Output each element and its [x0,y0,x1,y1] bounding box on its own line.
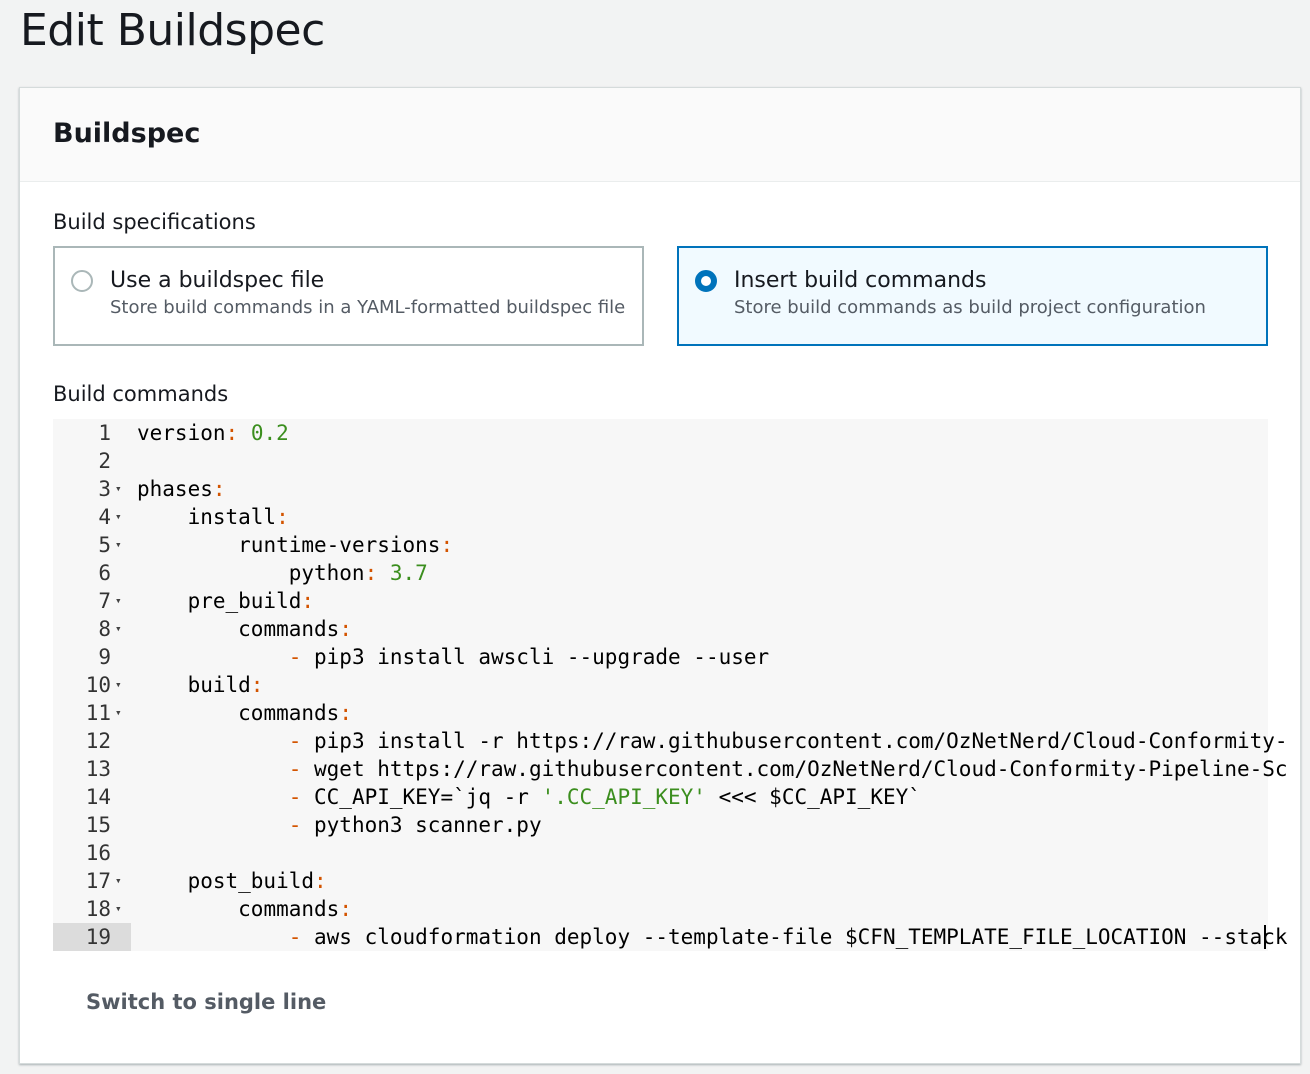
code-text: build: [187,673,264,697]
code-text: - pip3 install awscli --upgrade --user [288,645,770,669]
line-number: 4 [98,505,111,529]
tile-insert-build-commands[interactable]: Insert build commands Store build comman… [677,246,1268,346]
tile-title: Insert build commands [734,268,987,293]
code-text: - python3 scanner.py [288,813,542,837]
code-text: phases: [137,477,226,501]
code-text: runtime-versions: [238,533,454,557]
code-line[interactable]: 5 ▾ runtime-versions: [53,531,1268,559]
code-line[interactable]: 4 ▾ install: [53,503,1268,531]
tile-use-buildspec-file[interactable]: Use a buildspec file Store build command… [53,246,644,346]
build-commands-label: Build commands [53,382,229,406]
chevron-down-icon[interactable]: ▾ [115,874,122,887]
code-line[interactable]: 11 ▾ commands: [53,699,1268,727]
chevron-down-icon[interactable]: ▾ [115,902,122,915]
code-text: - pip3 install -r https://raw.githubuser… [288,729,1288,753]
code-line[interactable]: 2 [53,447,1268,475]
chevron-down-icon[interactable]: ▾ [115,482,122,495]
line-number: 11 [85,701,111,725]
code-line[interactable]: 13 - wget https://raw.githubusercontent.… [53,755,1288,783]
line-number: 18 [85,897,111,921]
tile-title: Use a buildspec file [110,268,325,293]
line-number: 8 [98,617,111,641]
line-number: 17 [85,869,111,893]
code-line[interactable]: 19 - aws cloudformation deploy --templat… [53,923,1288,951]
chevron-down-icon[interactable]: ▾ [115,594,122,607]
code-line[interactable]: 17 ▾ post_build: [53,867,1268,895]
line-number: 16 [85,841,111,865]
code-text: - CC_API_KEY=`jq -r '.CC_API_KEY' <<< $C… [288,785,921,809]
code-line[interactable]: 1 version: 0.2 [53,419,1268,447]
panel-header: Buildspec [20,88,1300,182]
code-text: - wget https://raw.githubusercontent.com… [288,757,1288,781]
chevron-down-icon[interactable]: ▾ [115,706,122,719]
chevron-down-icon[interactable]: ▾ [115,678,122,691]
code-text: commands: [238,897,352,921]
code-line[interactable]: 7 ▾ pre_build: [53,587,1268,615]
chevron-down-icon[interactable]: ▾ [115,510,122,523]
code-line[interactable]: 12 - pip3 install -r https://raw.githubu… [53,727,1288,755]
chevron-down-icon[interactable]: ▾ [115,538,122,551]
switch-to-single-line-link[interactable]: Switch to single line [86,990,327,1014]
line-number: 15 [85,813,111,837]
line-number: 10 [85,673,111,697]
code-line[interactable]: 10 ▾ build: [53,671,1268,699]
line-number: 12 [85,729,111,753]
code-text: commands: [238,617,352,641]
chevron-down-icon[interactable]: ▾ [115,622,122,635]
code-text: version: 0.2 [137,421,289,445]
code-line[interactable]: 16 [53,839,1268,867]
tile-description: Store build commands in a YAML-formatted… [110,297,626,318]
line-number: 14 [85,785,111,809]
radio-icon[interactable] [71,270,93,292]
line-number: 9 [98,645,111,669]
code-line[interactable]: 8 ▾ commands: [53,615,1268,643]
code-line[interactable]: 6 python: 3.7 [53,559,1268,587]
line-number: 1 [98,421,111,445]
line-number: 7 [98,589,111,613]
code-text: post_build: [187,869,327,893]
code-line[interactable]: 14 - CC_API_KEY=`jq -r '.CC_API_KEY' <<<… [53,783,1268,811]
active-line-highlight [53,923,131,951]
text-cursor [1264,925,1266,949]
buildspec-panel: Buildspec Build specifications Use a bui… [19,87,1301,1064]
code-text: python: 3.7 [288,561,428,585]
build-specifications-label: Build specifications [53,210,256,234]
line-number: 5 [98,533,111,557]
line-number: 19 [85,925,111,949]
line-number: 6 [98,561,111,585]
code-text: pre_build: [187,589,315,613]
line-number: 3 [98,477,111,501]
code-line[interactable]: 3 ▾ phases: [53,475,1268,503]
line-number: 2 [98,449,111,473]
tile-description: Store build commands as build project co… [734,297,1206,318]
radio-icon[interactable] [695,270,717,292]
panel-title: Buildspec [53,118,201,149]
code-editor[interactable]: 1 version: 0.2 2 3 ▾ phases: 4 ▾ install: 5 ▾ run… [53,419,1288,951]
page-title: Edit Buildspec [20,5,325,56]
code-line[interactable]: 18 ▾ commands: [53,895,1268,923]
line-number: 13 [85,757,111,781]
code-text: install: [187,505,289,529]
code-line[interactable]: 9 - pip3 install awscli --upgrade --user [53,643,1268,671]
code-line[interactable]: 15 - python3 scanner.py [53,811,1268,839]
code-text: - aws cloudformation deploy --template-f… [288,925,1288,949]
code-text: commands: [238,701,352,725]
